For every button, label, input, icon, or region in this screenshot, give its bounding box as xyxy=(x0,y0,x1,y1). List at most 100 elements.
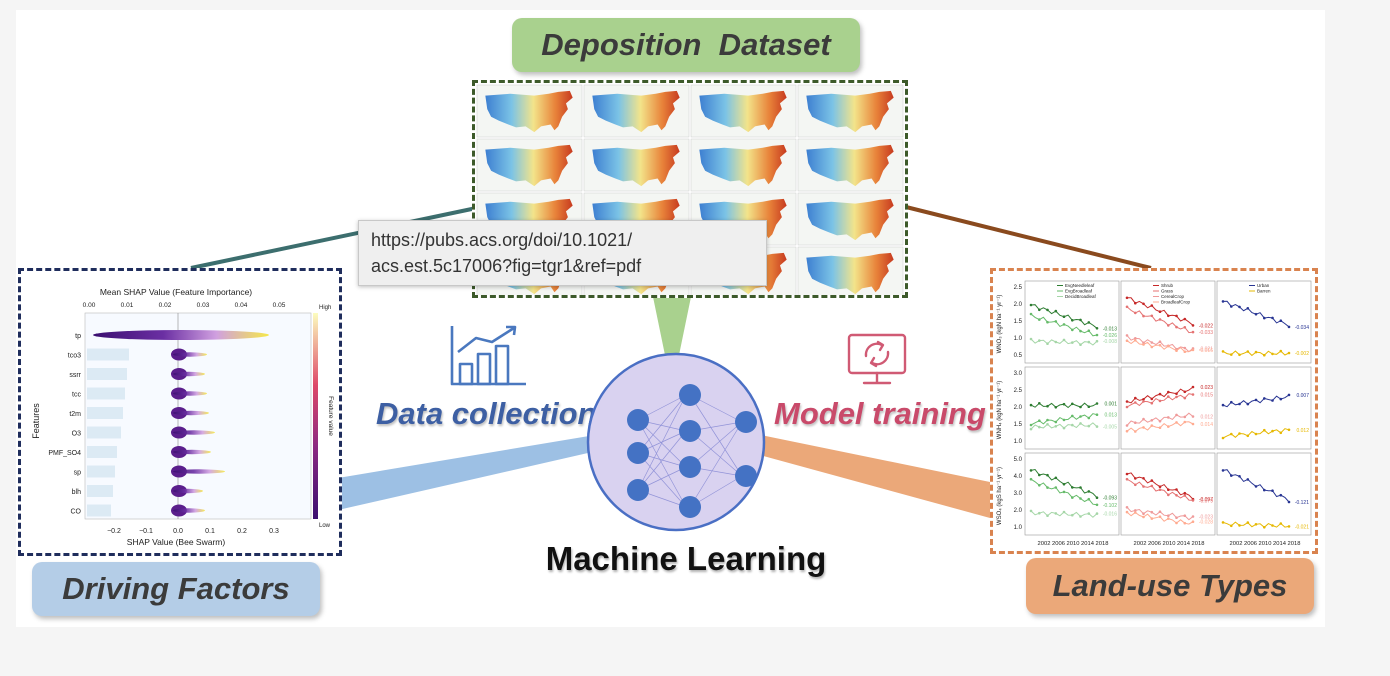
landuse-point xyxy=(1038,425,1041,429)
data-collection-label: Data collection xyxy=(376,396,597,431)
shap-bottom-title: SHAP Value (Bee Swarm) xyxy=(127,537,226,547)
landuse-point xyxy=(1238,353,1241,357)
landuse-point xyxy=(1158,488,1162,491)
landuse-subplot-frame xyxy=(1216,280,1312,364)
landuse-point xyxy=(1062,510,1066,514)
landuse-point xyxy=(1263,526,1266,529)
landuse-point xyxy=(1167,416,1170,419)
landuse-point xyxy=(1125,334,1129,337)
landuse-legend-entry: Barren xyxy=(1257,289,1271,294)
landuse-point xyxy=(1046,404,1049,408)
landuse-point xyxy=(1062,482,1066,486)
landuse-point xyxy=(1087,329,1091,332)
landuse-point xyxy=(1254,523,1258,526)
deposition-dataset-label: Deposition Dataset xyxy=(512,18,860,72)
nn-node xyxy=(627,479,649,501)
landuse-point xyxy=(1287,393,1291,397)
landuse-point xyxy=(1062,315,1066,318)
landuse-xticks: 2002 2006 2010 2014 2018 xyxy=(1134,541,1205,547)
landuse-ytick: 4.0 xyxy=(1014,474,1023,480)
landuse-point xyxy=(1125,429,1129,433)
landuse-point xyxy=(1054,476,1058,480)
shap-top-tick: 0.05 xyxy=(273,302,286,309)
landuse-point xyxy=(1246,434,1250,438)
landuse-point xyxy=(1029,469,1033,472)
shap-swarm xyxy=(93,330,269,340)
landuse-point xyxy=(1062,323,1066,326)
landuse-point xyxy=(1079,415,1082,418)
landuse-point xyxy=(1095,425,1099,428)
landuse-point xyxy=(1134,509,1137,512)
landuse-point xyxy=(1134,311,1137,315)
landuse-point xyxy=(1125,424,1129,427)
shap-bottom-tick: 0.0 xyxy=(173,528,183,535)
landuse-ytick: 5.0 xyxy=(1014,457,1023,463)
landuse-point xyxy=(1191,385,1195,389)
shap-summary-panel: Mean SHAP Value (Feature Importance) 0.0… xyxy=(18,268,342,556)
landuse-point xyxy=(1134,511,1137,514)
landuse-point xyxy=(1134,301,1137,305)
landuse-ytick: 1.5 xyxy=(1014,422,1023,428)
landuse-point xyxy=(1183,420,1187,424)
landuse-point xyxy=(1054,406,1058,409)
landuse-slope-annotation: -0.013 xyxy=(1103,326,1117,332)
landuse-point xyxy=(1158,515,1162,518)
shap-bottom-tick: 0.1 xyxy=(205,528,215,535)
landuse-point xyxy=(1125,339,1129,342)
landuse-point xyxy=(1134,339,1137,342)
shap-importance-bar xyxy=(87,446,117,458)
landuse-point xyxy=(1071,486,1074,489)
landuse-point xyxy=(1142,485,1145,488)
connector-driving-to-dataset xyxy=(190,204,487,270)
shap-importance-bar xyxy=(87,465,115,478)
shap-top-tick: 0.01 xyxy=(121,302,134,309)
landuse-point xyxy=(1125,506,1129,509)
landuse-slope-annotation: 0.001 xyxy=(1104,402,1117,408)
shap-importance-bar xyxy=(87,348,129,361)
landuse-slope-annotation: -0.033 xyxy=(1199,330,1213,336)
landuse-point xyxy=(1095,496,1099,499)
landuse-point xyxy=(1150,401,1154,405)
landuse-point xyxy=(1150,304,1154,307)
landuse-slope-annotation: -0.121 xyxy=(1295,500,1309,506)
landuse-subplots: WNO₃ (kgN ha⁻¹ yr⁻¹)2.52.01.51.00.5-0.01… xyxy=(997,280,1312,547)
landuse-point xyxy=(1221,350,1225,353)
landuse-point xyxy=(1158,426,1162,429)
landuse-point xyxy=(1029,337,1033,341)
shap-swarm-tail xyxy=(173,430,215,435)
shap-colorbar-low: Low xyxy=(319,523,331,529)
landuse-point xyxy=(1221,521,1225,524)
landuse-point xyxy=(1175,521,1178,525)
landuse-point xyxy=(1029,477,1033,481)
landuse-point xyxy=(1062,490,1066,494)
landuse-ylabel: WSO₄ (kgS ha⁻¹ yr⁻¹) xyxy=(997,467,1003,525)
landuse-slope-annotation: 0.014 xyxy=(1200,422,1213,428)
landuse-slope-annotation: -0.034 xyxy=(1295,325,1309,331)
landuse-point xyxy=(1167,493,1170,497)
landuse-subplot-frame xyxy=(1216,452,1312,536)
landuse-point xyxy=(1175,516,1178,519)
landuse-point xyxy=(1271,352,1274,356)
landuse-point xyxy=(1191,415,1195,418)
driving-factors-label: Driving Factors xyxy=(32,562,320,616)
landuse-point xyxy=(1134,477,1137,480)
shap-top-tick: 0.02 xyxy=(159,302,172,309)
landuse-point xyxy=(1167,344,1170,348)
landuse-point xyxy=(1029,427,1033,431)
landuse-point xyxy=(1046,320,1049,324)
shap-importance-bar xyxy=(87,485,113,497)
landuse-point xyxy=(1087,416,1091,420)
landuse-point xyxy=(1271,524,1274,527)
landuse-legend-entry: Grass xyxy=(1161,289,1174,294)
nn-node xyxy=(735,465,757,487)
landuse-point xyxy=(1167,488,1170,491)
nn-edge xyxy=(637,394,687,454)
landuse-point xyxy=(1079,405,1082,409)
landuse-point xyxy=(1191,348,1195,352)
landuse-point xyxy=(1238,524,1241,527)
landuse-point xyxy=(1263,316,1266,320)
landuse-point xyxy=(1183,415,1187,419)
shap-swarm-tail xyxy=(173,410,209,416)
landuse-point xyxy=(1254,485,1258,488)
landuse-slope-annotation: -0.079 xyxy=(1199,498,1213,504)
